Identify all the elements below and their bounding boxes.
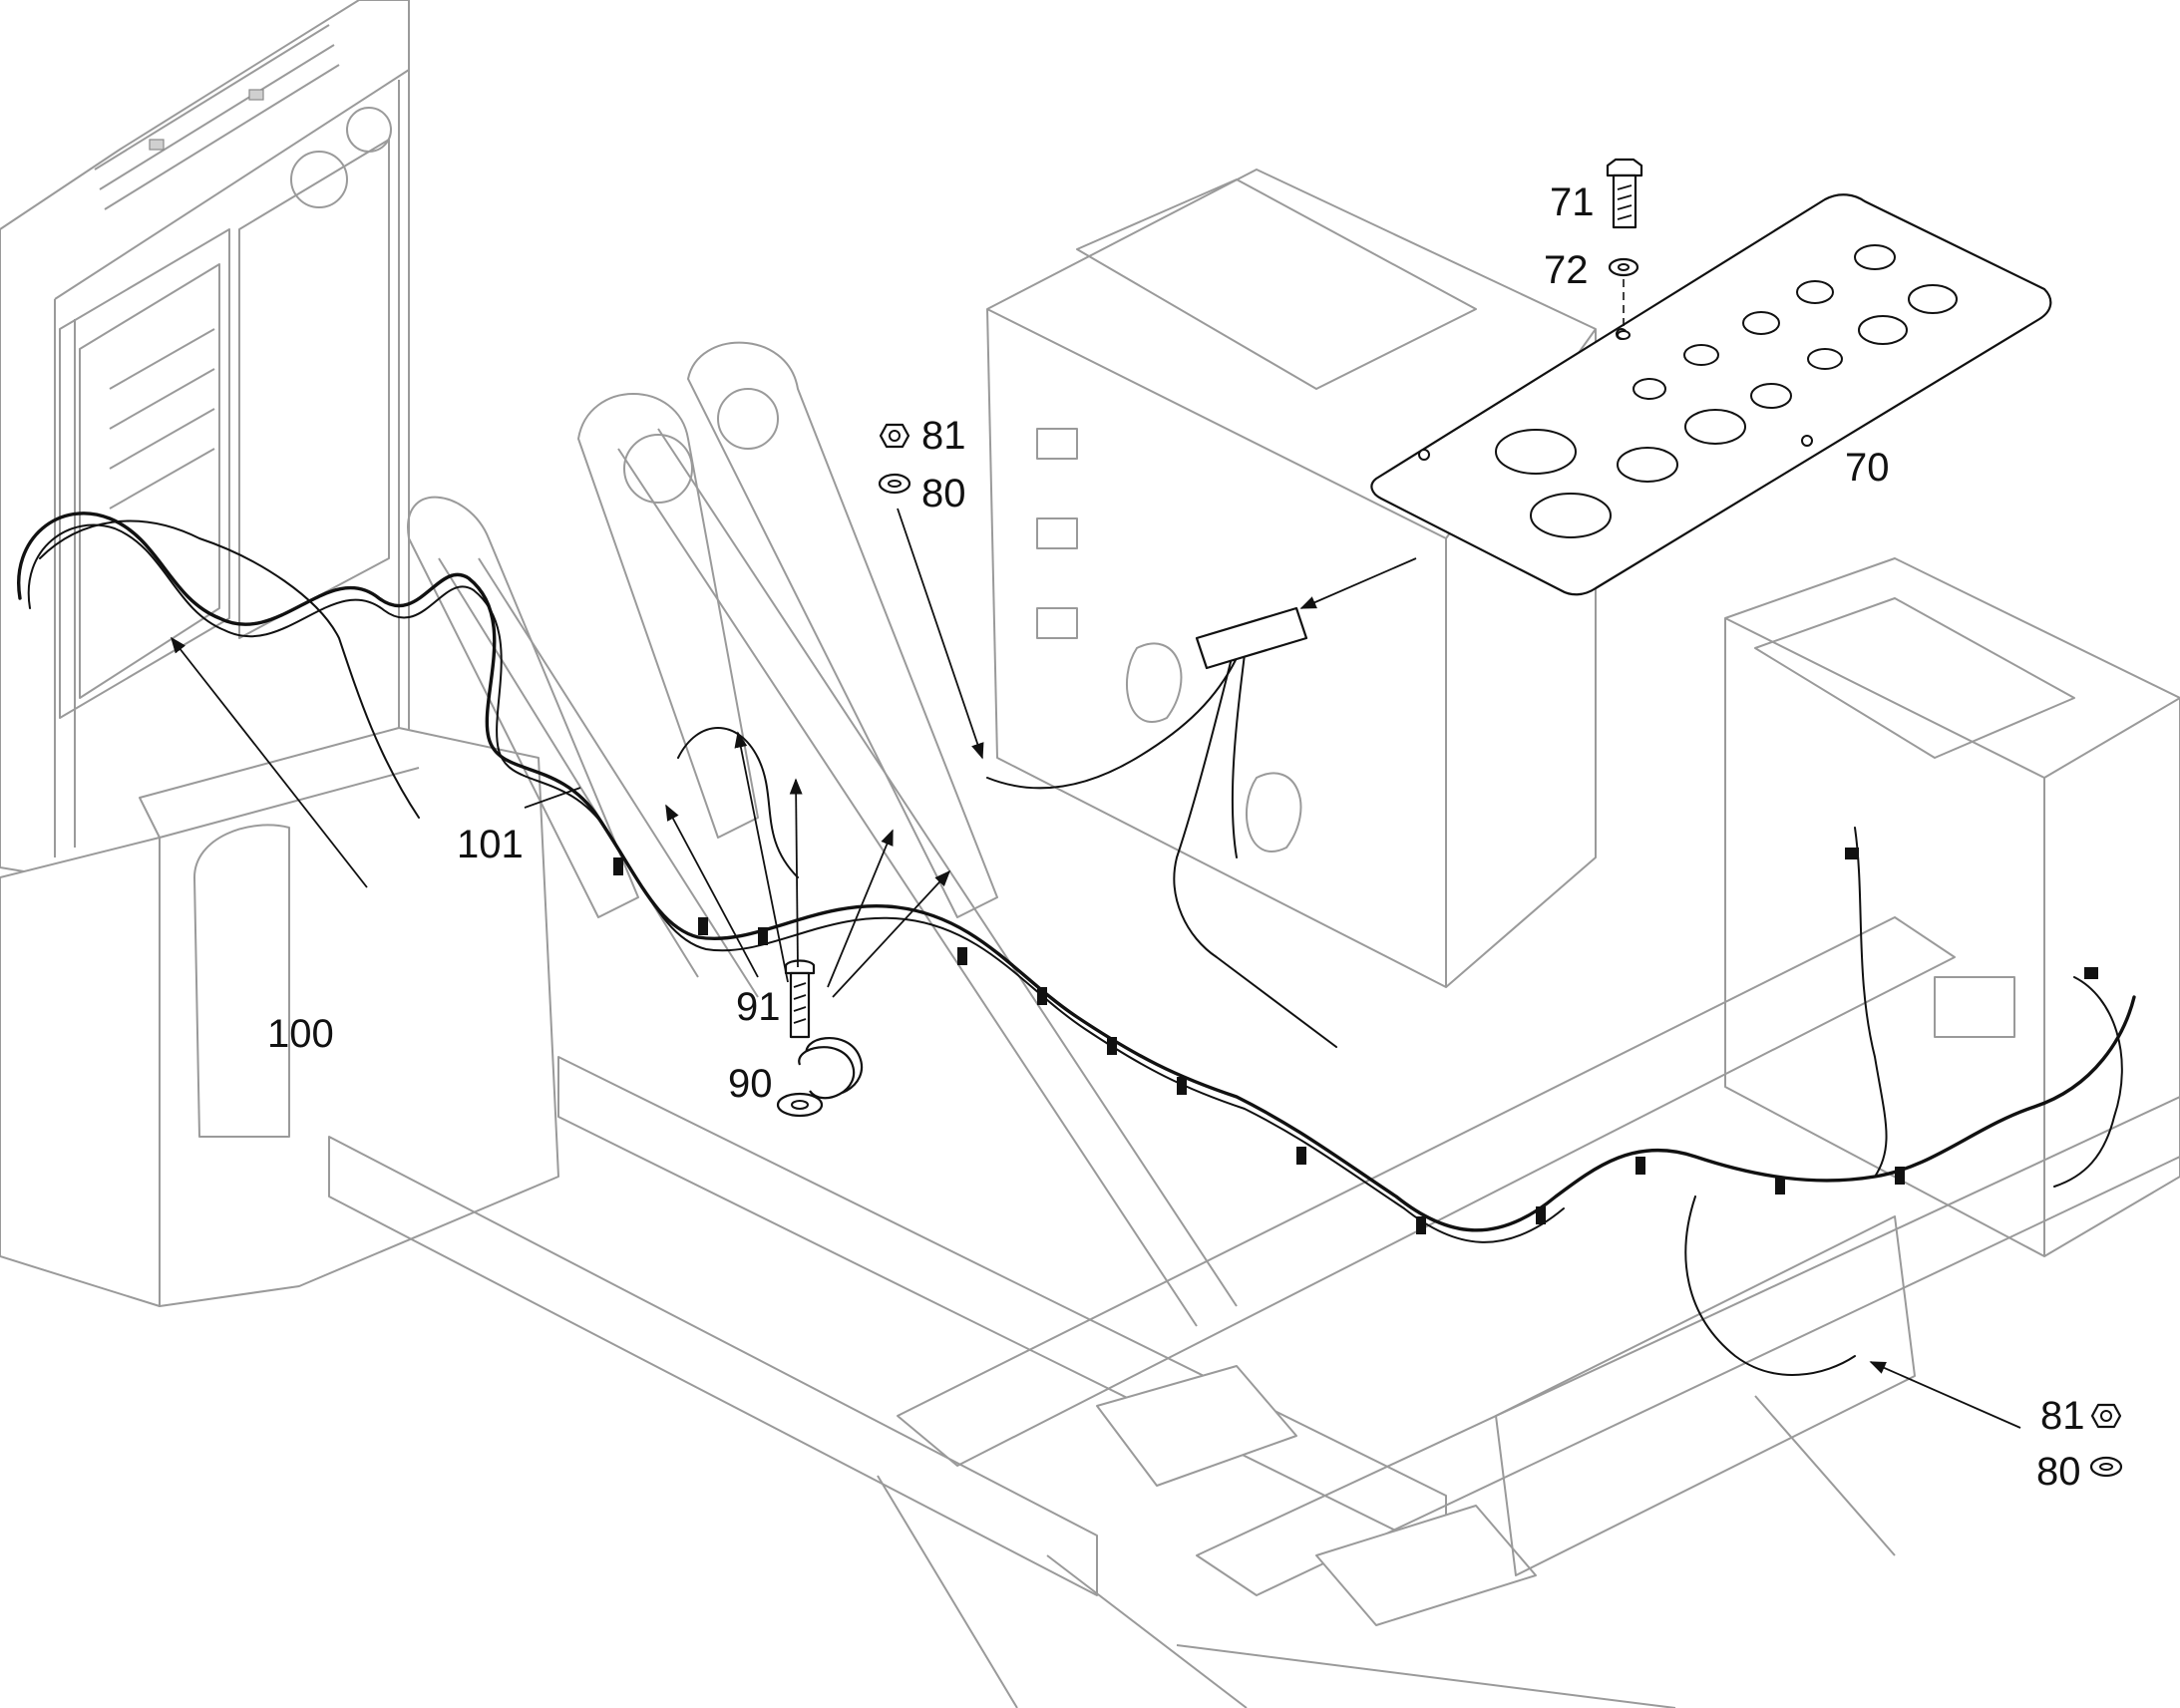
callout-91: 91 — [736, 985, 781, 1029]
callout-labels: 70 71 72 81 80 81 80 91 90 100 101 — [267, 180, 2085, 1494]
callout-72: 72 — [1544, 248, 1589, 292]
callout-70: 70 — [1845, 446, 1890, 490]
washer-part-72 — [1608, 257, 1639, 340]
left-chassis-block — [0, 727, 559, 1307]
boom-arms — [407, 341, 1238, 1327]
clamp-part-90 — [776, 1036, 864, 1118]
callout-81-top: 81 — [921, 414, 966, 458]
nut-part-81-top — [879, 423, 910, 449]
callout-90: 90 — [728, 1062, 773, 1106]
callout-80-right: 80 — [2036, 1450, 2081, 1494]
leader-100 — [171, 636, 368, 888]
bolt-part-71 — [1606, 158, 1643, 229]
callout-100: 100 — [267, 1012, 334, 1056]
cover-plate-part-70 — [1299, 193, 2052, 609]
right-cabinet-box — [1724, 557, 2180, 1257]
central-tank-box — [986, 169, 1597, 988]
leader-101 — [524, 787, 581, 809]
callout-101: 101 — [457, 823, 524, 866]
lower-chassis-rails — [328, 916, 2180, 1708]
callout-71: 71 — [1550, 180, 1595, 224]
screw-part-91 — [665, 731, 951, 1039]
callout-81-right: 81 — [2040, 1394, 2085, 1438]
wiring-harness — [17, 512, 2136, 1376]
washer-part-80-top — [878, 473, 984, 760]
washer-part-80-right — [1869, 1361, 2123, 1478]
callout-80-top: 80 — [921, 472, 966, 515]
nut-part-81-right — [2090, 1403, 2122, 1429]
radiator-housing — [0, 0, 410, 878]
